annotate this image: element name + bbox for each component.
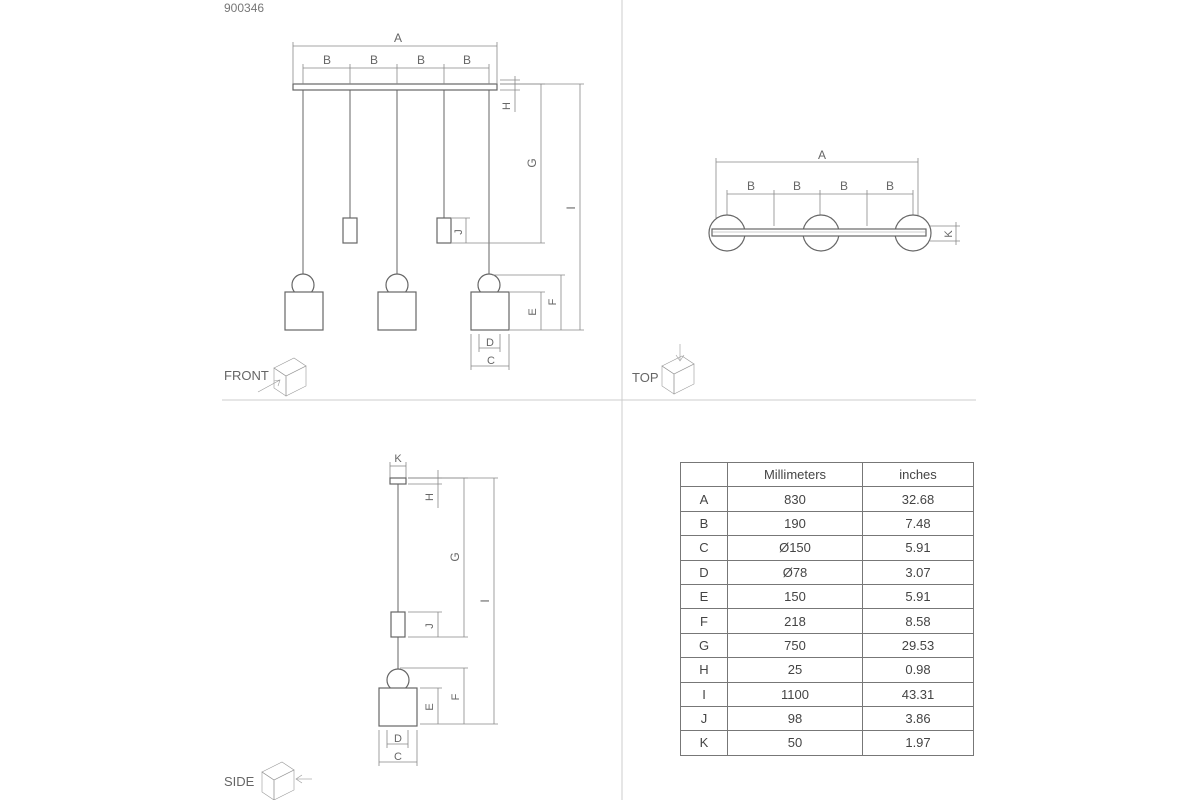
table-cell-in: 3.86 — [862, 705, 974, 732]
front-cube-icon — [257, 357, 307, 397]
side-dim-k-label: K — [394, 453, 402, 465]
table-cell-mm: 830 — [727, 486, 863, 512]
side-dim-c-label: C — [394, 751, 402, 763]
product-code: 900346 — [224, 1, 265, 15]
table-cell-in: 29.53 — [862, 632, 974, 659]
large-pendant — [470, 291, 510, 331]
top-dim-b-label: B — [886, 179, 894, 193]
side-canopy — [389, 477, 407, 485]
table-cell-key: H — [680, 657, 728, 683]
table-cell-key: A — [680, 486, 728, 512]
top-dim-k-label: K — [943, 230, 955, 238]
table-cell-mm: 50 — [727, 730, 863, 756]
table-cell-mm: 1100 — [727, 681, 863, 707]
dim-d-label: D — [486, 337, 494, 349]
small-pendant — [436, 217, 452, 244]
top-dim-a-label: A — [818, 148, 826, 162]
table-cell-in: 0.98 — [862, 657, 974, 683]
side-small-pendant — [390, 611, 406, 638]
dim-c-label: C — [487, 355, 495, 367]
table-cell-mm: 190 — [727, 510, 863, 537]
side-view-label: SIDE — [224, 774, 255, 789]
dim-b-label: B — [417, 53, 425, 67]
top-view-label: TOP — [632, 370, 659, 385]
top-cube-icon — [661, 344, 695, 395]
side-dim-e-label: E — [424, 703, 436, 710]
table-cell-in: 8.58 — [862, 608, 974, 634]
dim-h-label: H — [501, 102, 513, 110]
table-cell-in: 43.31 — [862, 681, 974, 707]
table-cell-mm: 25 — [727, 657, 863, 683]
table-cell-in: 5.91 — [862, 583, 974, 610]
side-dim-d-label: D — [394, 733, 402, 745]
table-cell-key: D — [680, 559, 728, 585]
side-view: K H G J I F E — [261, 453, 498, 800]
large-pendant — [284, 291, 324, 331]
side-dim-i-label: I — [478, 599, 492, 602]
side-dim-g-label: G — [448, 552, 462, 561]
top-dim-b-label: B — [747, 179, 755, 193]
table-cell-in: 5.91 — [862, 535, 974, 561]
side-dim-h-label: H — [424, 493, 436, 501]
table-header-cell: Millimeters — [727, 461, 863, 488]
dim-j-label: J — [453, 229, 465, 235]
table-cell-in: 3.07 — [862, 559, 974, 585]
table-cell-mm: Ø150 — [727, 535, 863, 561]
front-view-label: FRONT — [224, 368, 269, 383]
table-header-cell — [680, 461, 728, 488]
dim-a-label: A — [394, 31, 402, 45]
table-cell-mm: 98 — [727, 705, 863, 732]
dim-e-label: E — [527, 308, 539, 315]
table-header-cell: inches — [862, 461, 974, 488]
side-dim-j-label: J — [424, 623, 436, 629]
top-dim-b-label: B — [793, 179, 801, 193]
table-cell-in: 32.68 — [862, 486, 974, 512]
table-cell-key: E — [680, 583, 728, 610]
table-cell-mm: Ø78 — [727, 559, 863, 585]
table-cell-key: B — [680, 510, 728, 537]
small-pendant — [342, 217, 358, 244]
dim-b-label: B — [463, 53, 471, 67]
side-cube-icon — [261, 761, 312, 800]
dim-i-label: I — [564, 206, 578, 209]
large-pendant — [377, 291, 417, 331]
table-cell-key: I — [680, 681, 728, 707]
side-large-pendant — [378, 687, 418, 727]
table-cell-key: K — [680, 730, 728, 756]
table-cell-in: 7.48 — [862, 510, 974, 537]
table-cell-mm: 218 — [727, 608, 863, 634]
dim-f-label: F — [547, 298, 559, 305]
top-dim-b-label: B — [840, 179, 848, 193]
table-cell-key: J — [680, 705, 728, 732]
top-view: A B B B B K — [661, 148, 960, 395]
table-cell-in: 1.97 — [862, 730, 974, 756]
table-cell-key: C — [680, 535, 728, 561]
dim-b-label: B — [323, 53, 331, 67]
top-canopy-bar — [711, 228, 927, 237]
table-cell-mm: 150 — [727, 583, 863, 610]
canopy-bar — [292, 83, 498, 91]
dim-b-label: B — [370, 53, 378, 67]
table-cell-mm: 750 — [727, 632, 863, 659]
side-dim-f-label: F — [450, 693, 462, 700]
front-view: A B B B B H G J I F — [257, 31, 584, 397]
table-cell-key: G — [680, 632, 728, 659]
table-cell-key: F — [680, 608, 728, 634]
table-header-row: Millimeters inches — [680, 461, 974, 488]
dim-g-label: G — [525, 158, 539, 167]
